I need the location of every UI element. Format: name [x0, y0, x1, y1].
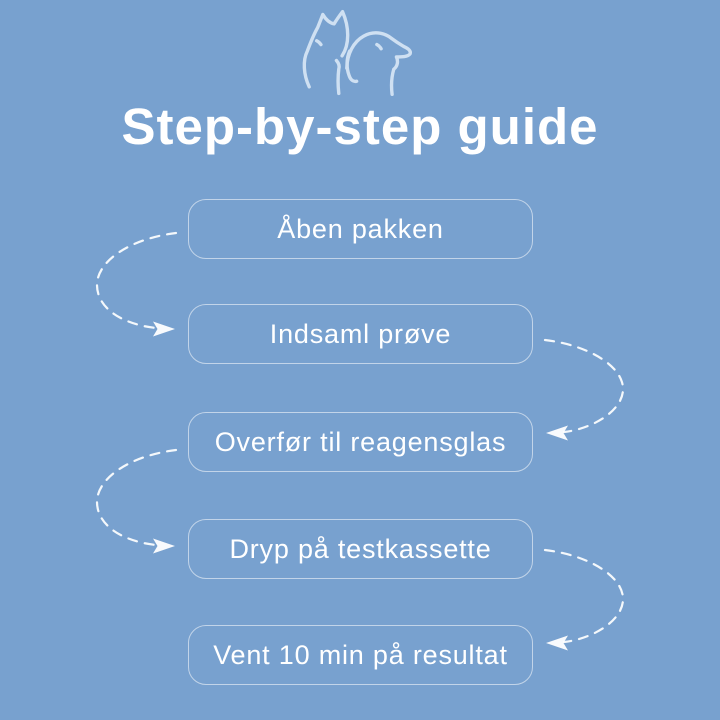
step-3-label: Overfør til reagensglas — [214, 426, 507, 457]
connector-4-curve — [543, 548, 625, 644]
page-title: Step-by-step guide — [121, 98, 599, 155]
connector-3-curve — [95, 448, 178, 547]
connector-2-curve — [543, 338, 625, 434]
step-5-label: Vent 10 min på resultat — [213, 639, 508, 670]
connector-1-curve — [95, 231, 178, 330]
connector-4-arrowhead-left — [546, 635, 568, 651]
connector-arrow-1 — [95, 231, 178, 337]
dog-outline-path — [345, 31, 412, 97]
connector-3-arrowhead-right — [153, 538, 175, 554]
step-box-3: Overfør til reagensglas — [188, 412, 533, 472]
step-1-label: Åben pakken — [277, 213, 444, 244]
step-box-1: Åben pakken — [188, 199, 533, 259]
connector-arrow-4 — [543, 548, 625, 651]
connector-2-arrowhead-left — [546, 425, 568, 441]
cat-neck-path — [334, 58, 341, 96]
step-box-2: Indsaml prøve — [188, 304, 533, 364]
step-box-5: Vent 10 min på resultat — [188, 625, 533, 685]
step-4-label: Dryp på testkassette — [229, 533, 492, 564]
dog-ear-path — [345, 49, 359, 84]
connector-1-arrowhead-right — [153, 321, 175, 337]
connector-arrow-2 — [543, 338, 625, 441]
cat-outline-path — [302, 9, 350, 89]
dog-eye-path — [375, 42, 383, 51]
connector-arrow-3 — [95, 448, 178, 554]
step-2-label: Indsaml prøve — [269, 318, 452, 349]
step-box-4: Dryp på testkassette — [188, 519, 533, 579]
cat-dog-icon — [302, 9, 412, 97]
cat-eye-path — [315, 39, 323, 47]
